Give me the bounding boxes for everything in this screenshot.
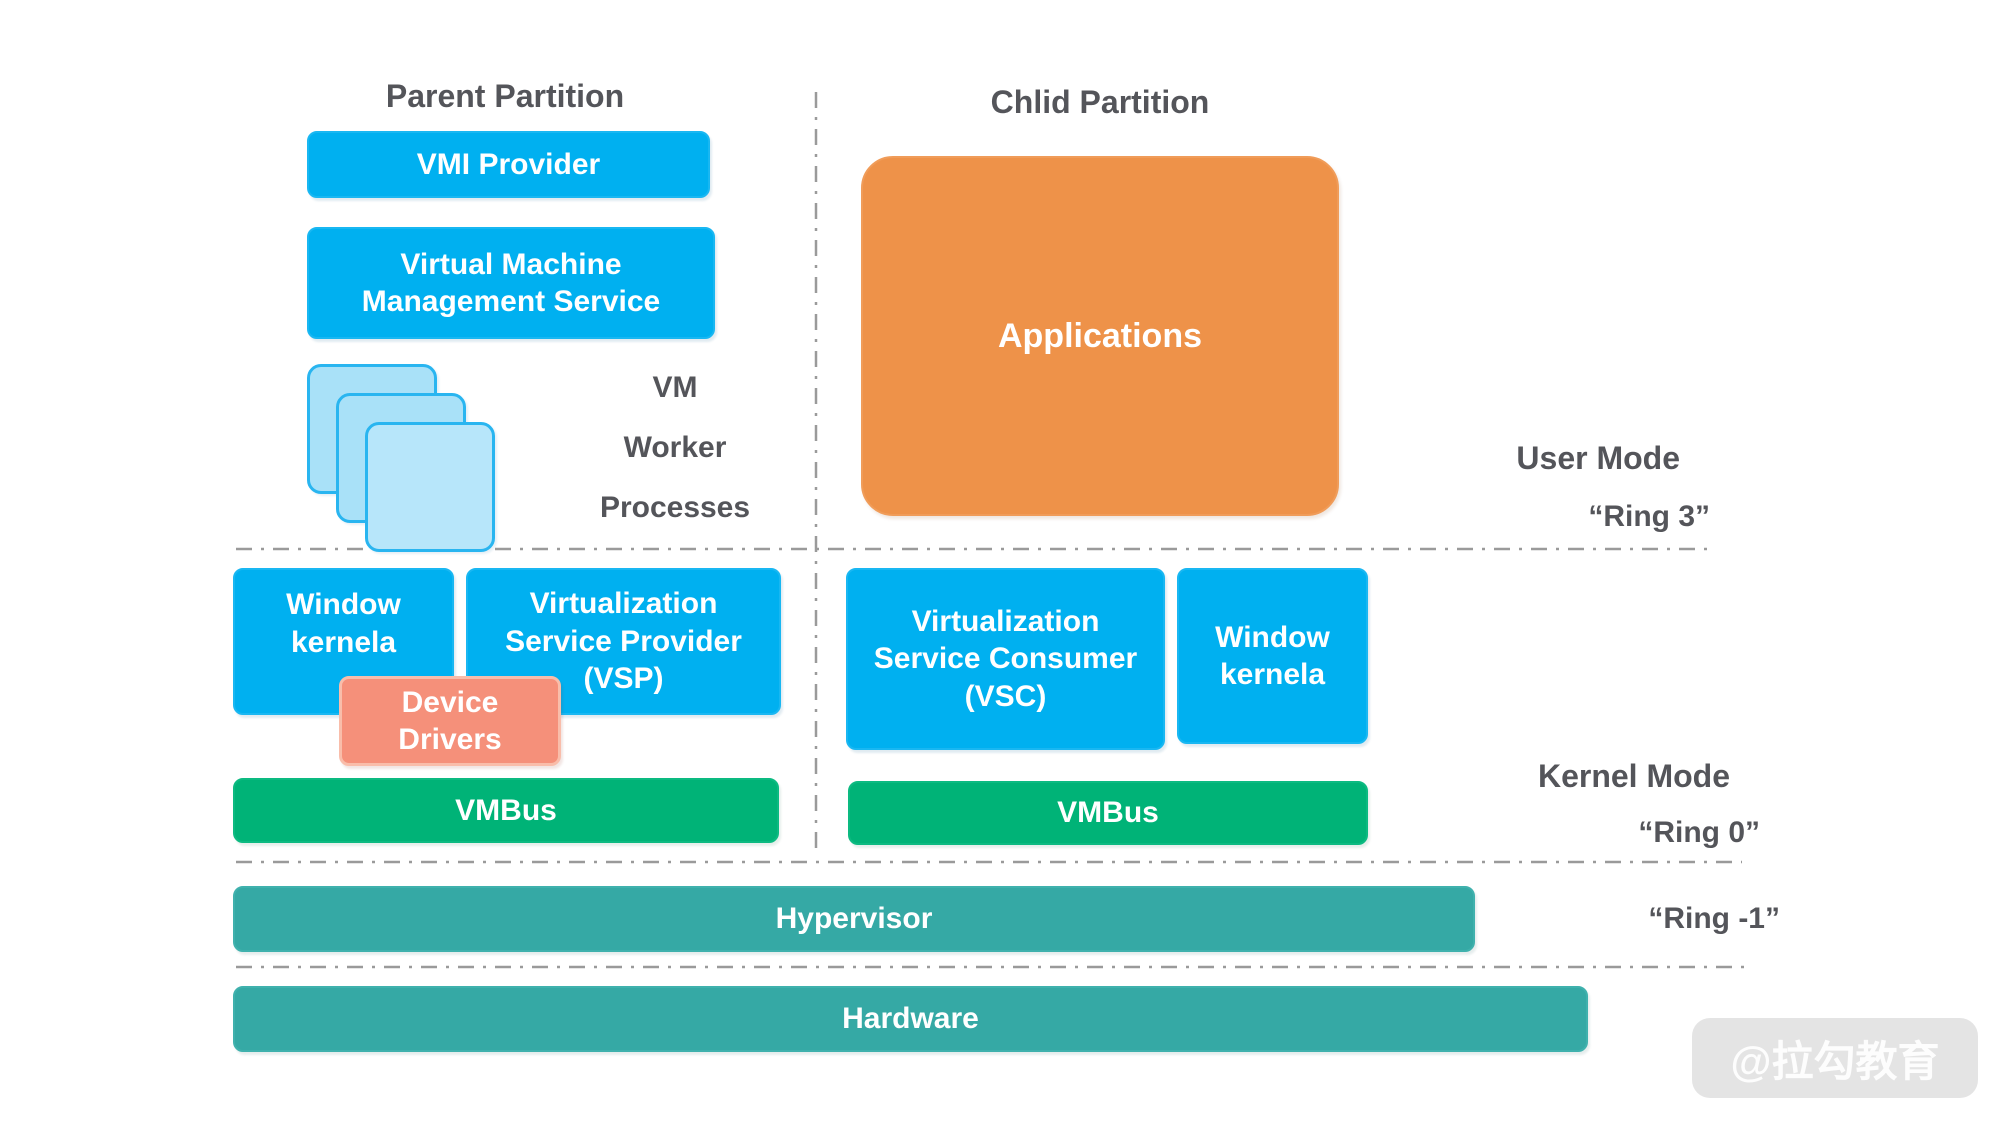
- vm-worker-processes-label: VM Worker Processes: [575, 358, 775, 538]
- applications-box: Applications: [861, 156, 1339, 516]
- vm-worker-square-front: [365, 422, 495, 552]
- window-kernel-right-box: Window kernela: [1177, 568, 1368, 744]
- device-drivers-box: Device Drivers: [339, 676, 561, 766]
- ring-3-label: “Ring 3”: [1588, 500, 1710, 533]
- vmbus-left-box: VMBus: [233, 778, 779, 843]
- parent-partition-title: Parent Partition: [385, 78, 625, 114]
- ring-minus-1-label: “Ring -1”: [1648, 902, 1780, 935]
- vm-worker-line-1: VM: [652, 371, 698, 404]
- vmbus-right-box: VMBus: [848, 781, 1368, 845]
- vmi-provider-box: VMI Provider: [307, 131, 710, 198]
- user-mode-label: User Mode: [1516, 440, 1680, 476]
- watermark-badge: @拉勾教育: [1692, 1018, 1978, 1098]
- hardware-box: Hardware: [233, 986, 1588, 1052]
- ring-0-label: “Ring 0”: [1638, 816, 1760, 849]
- kernel-mode-label: Kernel Mode: [1537, 758, 1730, 794]
- vm-worker-line-2: Worker: [623, 431, 727, 464]
- vm-worker-line-3: Processes: [599, 491, 751, 524]
- hypervisor-box: Hypervisor: [233, 886, 1475, 952]
- vm-management-service-box: Virtual Machine Management Service: [307, 227, 715, 339]
- vsc-box: Virtualization Service Consumer (VSC): [846, 568, 1165, 750]
- child-partition-title: Chlid Partition: [990, 84, 1210, 120]
